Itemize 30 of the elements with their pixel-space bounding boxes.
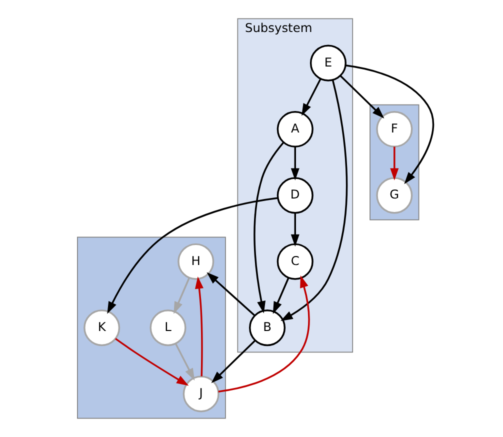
arrow: [339, 75, 384, 118]
arrow: [280, 80, 348, 322]
node-circle: J: [182, 376, 219, 412]
node-circle: B: [248, 310, 286, 346]
arrow: [173, 277, 190, 314]
arrow: [210, 340, 256, 384]
cluster: [76, 236, 226, 419]
node-circle: A: [276, 110, 313, 148]
arrow: [114, 338, 188, 386]
node-circle: H: [177, 243, 214, 280]
arrow: [174, 343, 194, 381]
arrow: [344, 64, 434, 184]
node-circle: L: [149, 310, 186, 346]
arrow: [272, 277, 289, 314]
arrow: [301, 78, 321, 116]
arrow: [290, 146, 299, 180]
cluster: [369, 104, 419, 220]
node-circle: E: [309, 44, 346, 82]
arrow: [106, 197, 278, 314]
arrow: [390, 146, 398, 180]
arrow: [218, 275, 310, 392]
node-circle: K: [83, 310, 120, 346]
node-circle: G: [376, 177, 412, 214]
node-circle: C: [276, 243, 313, 280]
arrow: [194, 276, 203, 376]
arrow: [206, 272, 255, 316]
node-circle: F: [376, 110, 412, 148]
arrow: [290, 212, 299, 247]
arrow: [253, 142, 284, 314]
node-circle: D: [276, 177, 313, 214]
